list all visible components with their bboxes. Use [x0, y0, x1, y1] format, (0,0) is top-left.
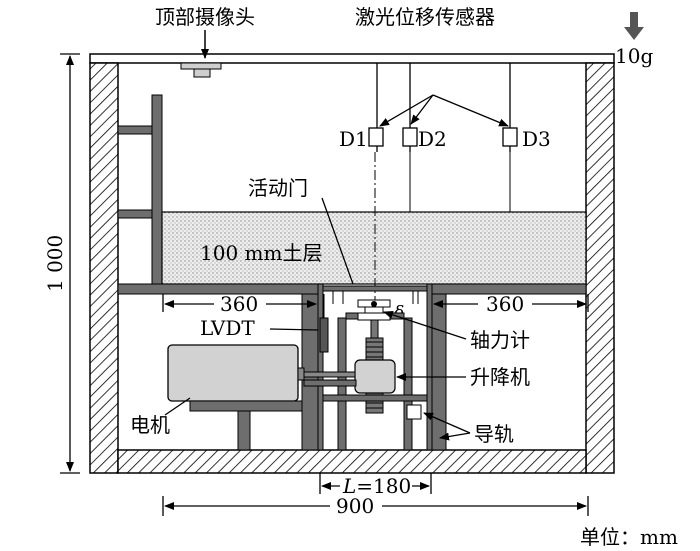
total-width-label: 900 — [336, 494, 374, 518]
sensor-d3-label: D3 — [522, 127, 551, 151]
load-cell — [357, 299, 391, 321]
right-wall — [585, 62, 615, 474]
right-span-label: 360 — [486, 292, 524, 316]
trapdoor-label: 活动门 — [248, 176, 308, 200]
total-width-dimension — [162, 496, 589, 516]
motor-shaft — [297, 367, 305, 381]
motor-shaft-link — [303, 371, 356, 378]
gravity-label: 10g — [615, 44, 653, 68]
height-dimension — [60, 53, 80, 474]
left-base-plate — [117, 283, 319, 295]
left-span-dimension — [162, 294, 317, 312]
sensor-d2-label: D2 — [418, 127, 447, 151]
rail-pointer-1 — [423, 412, 471, 434]
container — [89, 53, 615, 474]
sensor-pointer-lines — [379, 94, 509, 127]
lvdt-label: LVDT — [200, 316, 255, 340]
sensor-d1 — [368, 127, 384, 147]
trapdoor-right-post — [426, 283, 433, 451]
motor — [167, 344, 356, 402]
trapdoor-pointer — [321, 197, 354, 285]
load-cell-label: 轴力计 — [470, 328, 530, 352]
lvdt-sensor — [319, 294, 329, 353]
lvdt-pointer — [269, 328, 319, 331]
motor-body — [167, 344, 299, 402]
soil-layer — [161, 211, 587, 285]
unit-label: 单位：mm — [580, 525, 678, 549]
right-span-dimension — [433, 294, 589, 312]
top-camera-label: 顶部摄像头 — [155, 5, 255, 29]
left-span-label: 360 — [220, 292, 258, 316]
trapdoor-left-post — [317, 283, 324, 451]
load-cell-pointer — [383, 311, 467, 340]
left-wall — [89, 62, 119, 474]
rail-block — [406, 404, 422, 420]
motor-label: 电机 — [130, 413, 170, 437]
door-pins — [332, 291, 419, 304]
sensor-d3 — [502, 127, 518, 147]
soil-layer-label: 100 mm土层 — [200, 241, 322, 265]
motor-pointer — [164, 397, 191, 416]
bottom-wall — [117, 449, 587, 474]
rail-pointer-2 — [439, 432, 471, 441]
height-dimension-label: 1 000 — [43, 235, 67, 292]
door-width-label: L=180 — [342, 474, 411, 498]
lift-box — [354, 359, 396, 394]
left-frame — [117, 94, 163, 286]
trapdoor-plate — [322, 285, 428, 292]
motor-table — [189, 400, 303, 451]
sensor-d2 — [402, 127, 418, 147]
top-camera — [180, 62, 222, 78]
top-cover-plate — [89, 53, 615, 64]
door-width-dimension — [319, 473, 432, 494]
rail-label: 导轨 — [474, 422, 514, 446]
gravity-arrow-icon — [624, 12, 644, 40]
guide-rail — [303, 379, 357, 387]
sensor-d1-label: D1 — [339, 127, 368, 151]
lift-label: 升降机 — [470, 365, 530, 389]
laser-sensor-label: 激光位移传感器 — [355, 5, 495, 29]
laser-sensors — [368, 63, 518, 212]
